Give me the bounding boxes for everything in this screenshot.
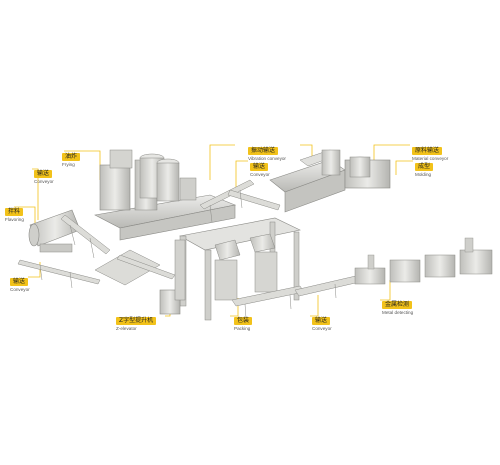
label-cn: 金属检测 [382,301,413,309]
label-cn: 输送 [312,317,331,325]
label-conveyor-b: 输送 Conveyor [10,271,30,293]
label-cn: 输送 [250,163,269,171]
label-conveyor-a: 输送 Conveyor [34,163,54,185]
label-vibration: 振动输送 Vibration conveyor [248,140,286,162]
label-cn: 拌料 [5,208,24,216]
label-cn: 油炸 [62,153,81,161]
molding-section [269,149,391,213]
label-packing: 包装 Packing [234,310,253,332]
label-cn: 振动输送 [248,147,279,155]
label-molding: 成型 Molding [415,156,434,178]
label-en: Frying [62,162,75,167]
label-en: Conveyor [34,179,54,184]
label-en: Z-elevator [116,326,137,331]
label-en: Conveyor [10,287,30,292]
label-z-elevator: Z字型提升机 Z-elevator [116,310,157,332]
label-en: Packing [234,326,251,331]
left-conveyors [17,214,176,289]
right-machines [354,237,493,285]
label-en: Metal detecting [382,310,414,315]
label-metal-detecting: 金属检测 Metal detecting [382,294,413,316]
label-cn: 输送 [34,170,53,178]
label-frying: 油炸 Frying [62,146,81,168]
label-en: Conveyor [312,326,332,331]
label-en: Material conveyor [412,156,449,161]
label-conveyor-d: 输送 Conveyor [312,310,332,332]
label-cn: 成型 [415,163,434,171]
label-en: Conveyor [250,172,270,177]
label-cn: Z字型提升机 [116,317,157,325]
label-material: 原料输送 Material conveyor [412,140,448,162]
label-en: Vibration conveyor [248,156,286,161]
label-flavoring: 拌料 Flavoring [5,201,24,223]
leader-lines [14,144,413,317]
label-cn: 输送 [10,278,29,286]
fryer [94,149,237,241]
label-conveyor-c: 输送 Conveyor [250,156,270,178]
mid-conveyors [199,179,281,223]
label-en: Flavoring [5,217,24,222]
label-cn: 原料输送 [412,147,443,155]
label-en: Molding [415,172,432,177]
z-elevator [159,239,186,315]
label-cn: 包装 [234,317,253,325]
